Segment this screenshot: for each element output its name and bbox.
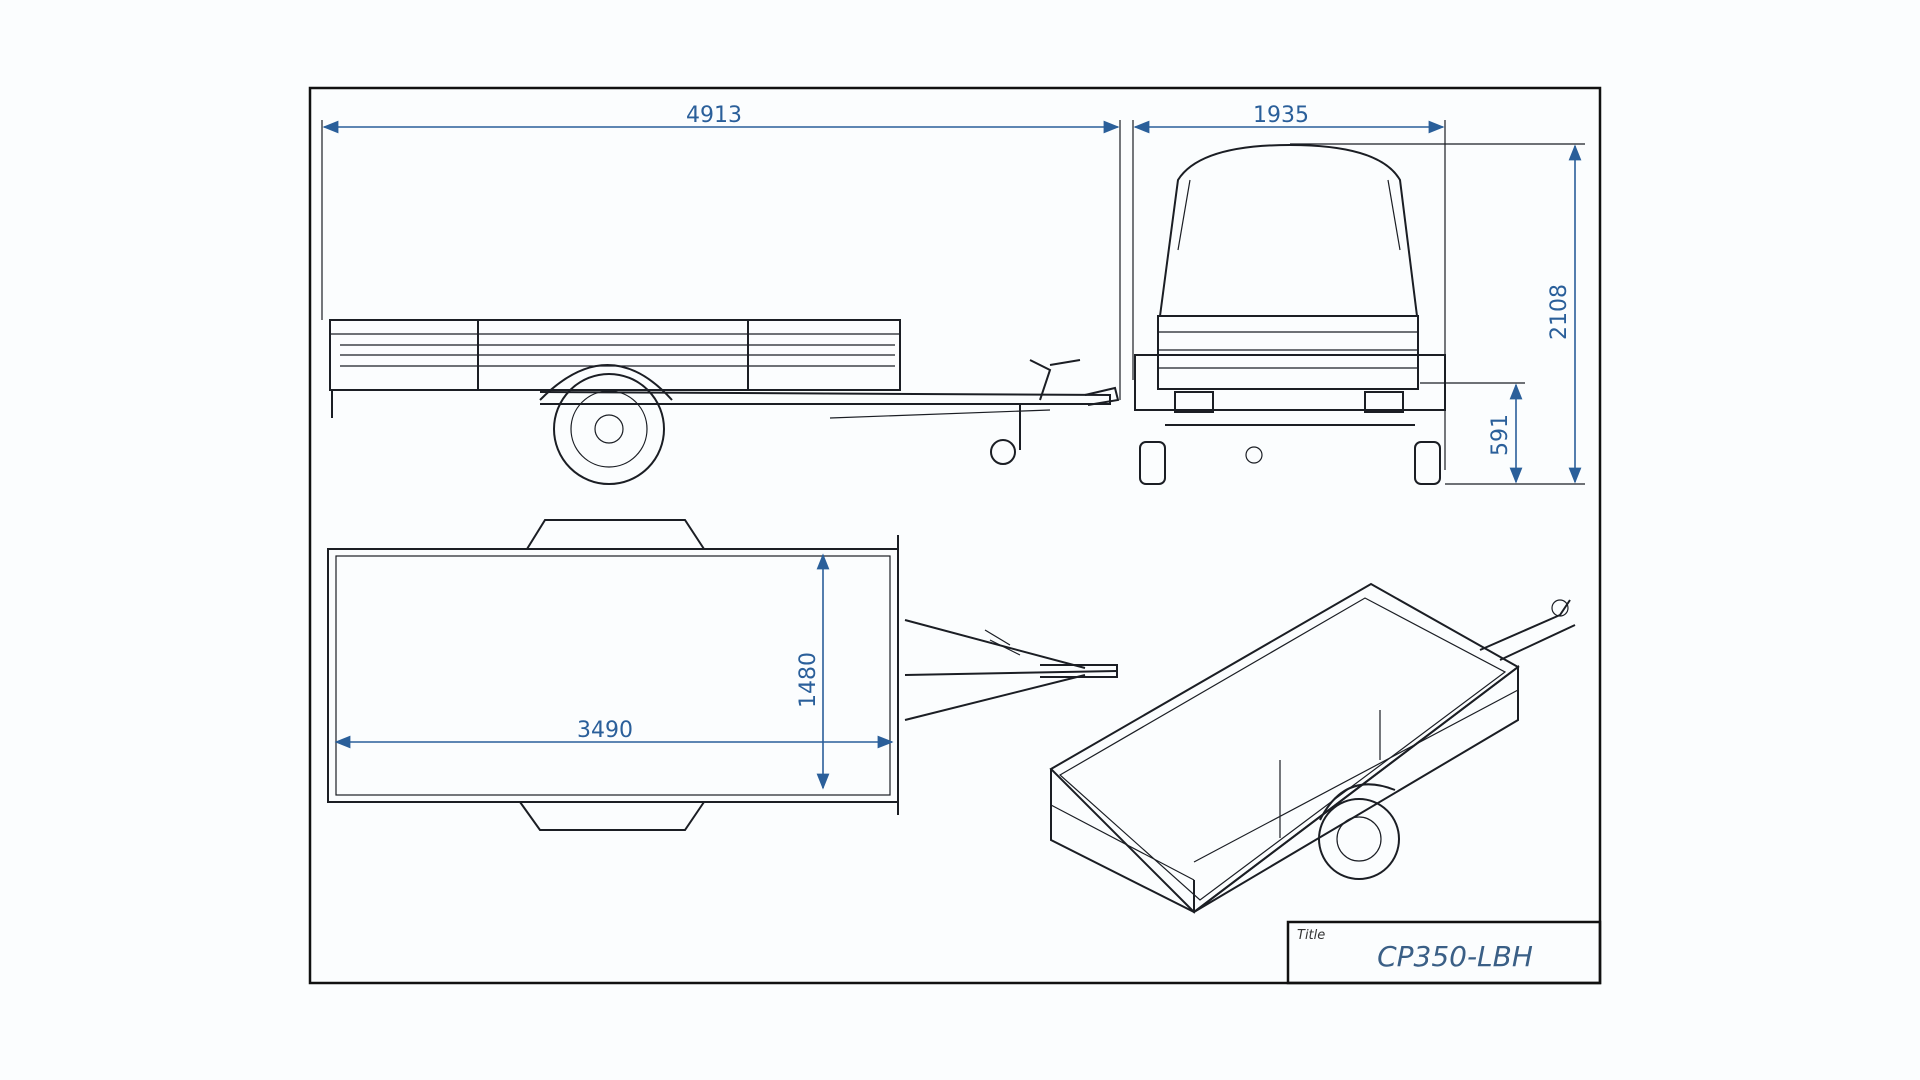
title-value: CP350-LBH [1377,940,1533,973]
dim-overall-length: 4913 [686,103,742,128]
dim-inner-length: 3490 [577,718,633,743]
top-view [327,519,1118,831]
side-view [329,319,1120,485]
dimensions: 4913 1935 2108 591 1480 3490 [321,103,1585,790]
isometric-view [1049,582,1576,914]
dim-overall-height: 2108 [1547,284,1572,340]
dim-inner-width: 1480 [796,652,821,708]
dim-overall-width: 1935 [1253,103,1309,128]
rear-view [1134,143,1446,485]
title-block: Title CP350-LBH [1286,920,1602,985]
title-label: Title [1297,928,1325,943]
dim-drawbar-height: 591 [1488,414,1513,456]
drawing-frame [308,86,1602,985]
